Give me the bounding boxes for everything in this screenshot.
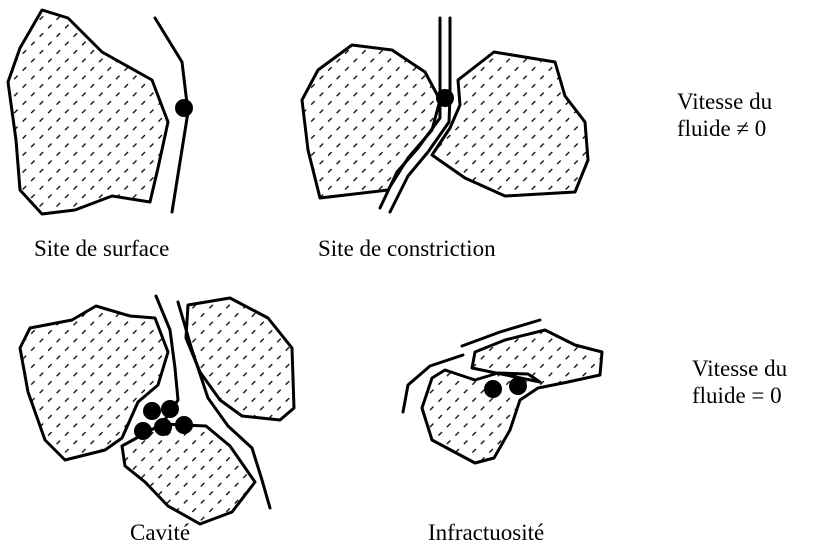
fluid-velocity-moving-line1: Vitesse du (677, 88, 772, 115)
cavity-site-panel (20, 296, 294, 524)
fluid-velocity-still-label: Vitesse du fluide = 0 (692, 355, 787, 409)
caption-cavity: Cavité (130, 520, 190, 546)
particle (161, 400, 179, 418)
particle (175, 99, 193, 117)
particle (484, 380, 502, 398)
constriction-site-panel (302, 18, 588, 212)
caption-crevice: Infractuosité (428, 520, 544, 546)
particle (154, 418, 172, 436)
crevice-site-panel (403, 320, 602, 463)
fluid-velocity-moving-label: Vitesse du fluide ≠ 0 (677, 88, 772, 142)
grain (422, 330, 602, 463)
caption-constriction-site: Site de constriction (318, 236, 496, 262)
particle (175, 416, 193, 434)
grain-left (302, 45, 440, 198)
surface-site-panel (8, 10, 193, 214)
fluid-velocity-moving-line2: fluide ≠ 0 (677, 115, 772, 142)
particle (436, 89, 454, 107)
particle (143, 402, 161, 420)
grain (8, 10, 168, 214)
grain-right (186, 298, 294, 420)
particle (134, 422, 152, 440)
fluid-velocity-still-line2: fluide = 0 (692, 382, 787, 409)
fluid-velocity-still-line1: Vitesse du (692, 355, 787, 382)
grain-right (432, 52, 588, 196)
particle (509, 377, 527, 395)
caption-surface-site: Site de surface (34, 236, 169, 262)
